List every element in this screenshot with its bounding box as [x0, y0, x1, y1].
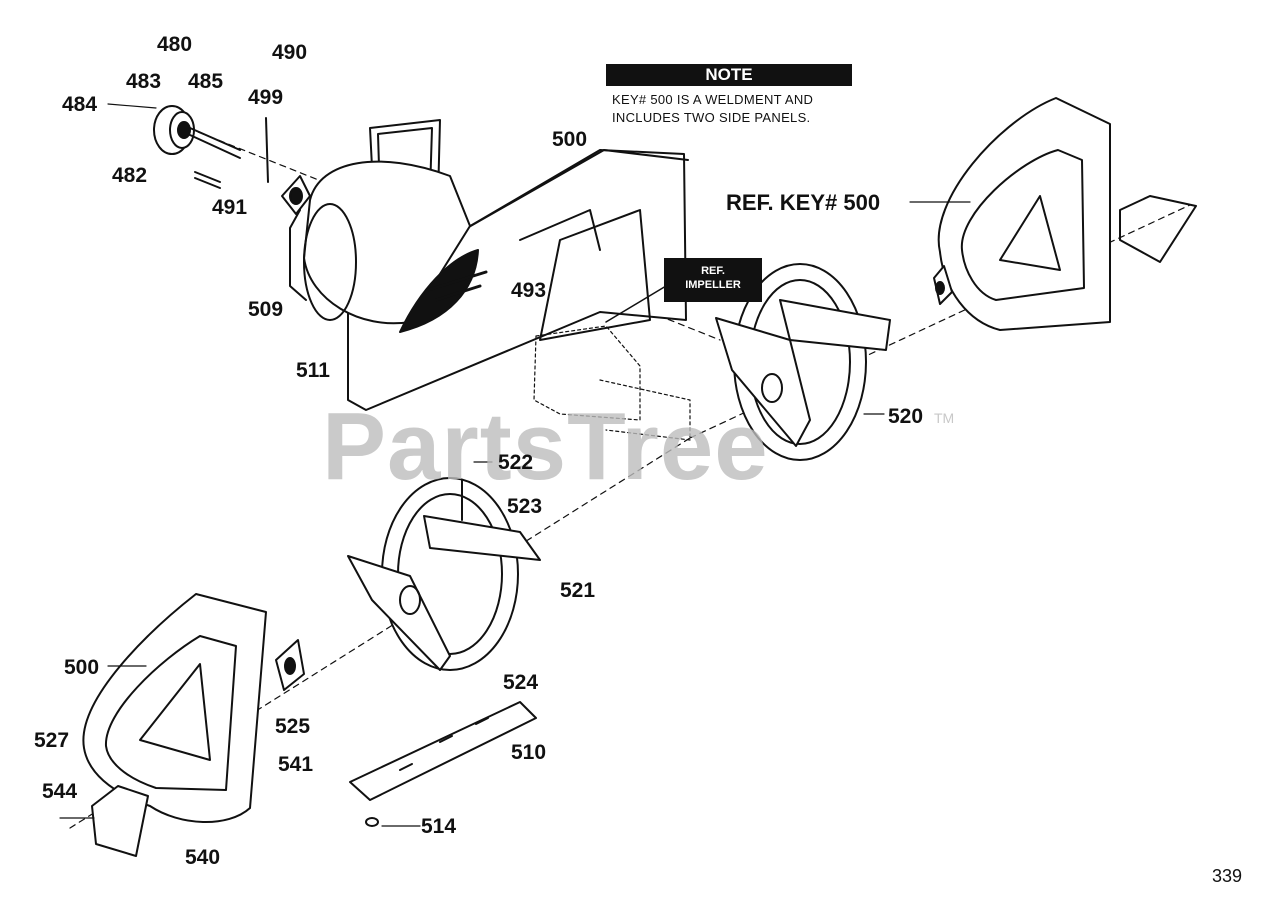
part-label-523: 523: [507, 495, 543, 518]
part-label-482: 482: [112, 164, 148, 187]
part-label-541: 541: [278, 753, 314, 776]
leader-lines: [59, 103, 971, 827]
impeller-521: [347, 477, 541, 671]
part-label-500-top: 500: [552, 128, 588, 151]
page-number: 339: [1212, 866, 1243, 886]
spring-509: [289, 209, 307, 301]
part-label-491: 491: [212, 196, 248, 219]
flange-bearing-491: [265, 117, 311, 215]
part-label-511: 511: [296, 359, 330, 382]
part-label-500-bottom: 500: [64, 656, 100, 679]
bearing-hub-480: [153, 105, 241, 159]
note-line-2: INCLUDES TWO SIDE PANELS.: [612, 110, 811, 125]
part-label-527: 527: [34, 729, 70, 752]
ref-impeller-box: REF. IMPELLER: [664, 258, 762, 302]
bolt-514: [365, 817, 379, 827]
ref-key-500-label: REF. KEY# 500: [726, 190, 881, 215]
impeller-520: [715, 263, 891, 461]
part-label-514: 514: [421, 815, 457, 838]
part-label-525: 525: [275, 715, 311, 738]
part-label-524: 524: [503, 671, 539, 694]
ref-box-line-1: REF.: [701, 265, 725, 277]
side-panel-left: [82, 593, 305, 857]
part-label-540: 540: [185, 846, 221, 869]
watermark-text: PartsTree: [322, 393, 769, 500]
scraper-bar-510: [349, 701, 537, 801]
part-label-490: 490: [272, 41, 308, 64]
part-label-483: 483: [126, 70, 162, 93]
part-label-521: 521: [560, 579, 596, 602]
part-label-484: 484: [62, 93, 98, 116]
note-title: NOTE: [606, 64, 852, 86]
part-label-480: 480: [157, 33, 193, 56]
ref-box-line-2: IMPELLER: [685, 279, 741, 291]
bolt-482: [194, 171, 221, 189]
part-label-522: 522: [498, 451, 534, 474]
note-line-1: KEY# 500 IS A WELDMENT AND: [612, 92, 814, 107]
part-label-499: 499: [248, 86, 284, 109]
reference-impeller-outline: [533, 325, 691, 441]
trademark-mark: TM: [934, 410, 955, 426]
part-label-510: 510: [511, 741, 547, 764]
part-label-493: 493: [511, 279, 547, 302]
auger-housing-500: [303, 119, 689, 411]
part-label-509: 509: [248, 298, 284, 321]
side-panel-right: [933, 97, 1197, 331]
part-label-485: 485: [188, 70, 224, 93]
part-label-520: 520: [888, 405, 924, 428]
part-label-544: 544: [42, 780, 78, 803]
